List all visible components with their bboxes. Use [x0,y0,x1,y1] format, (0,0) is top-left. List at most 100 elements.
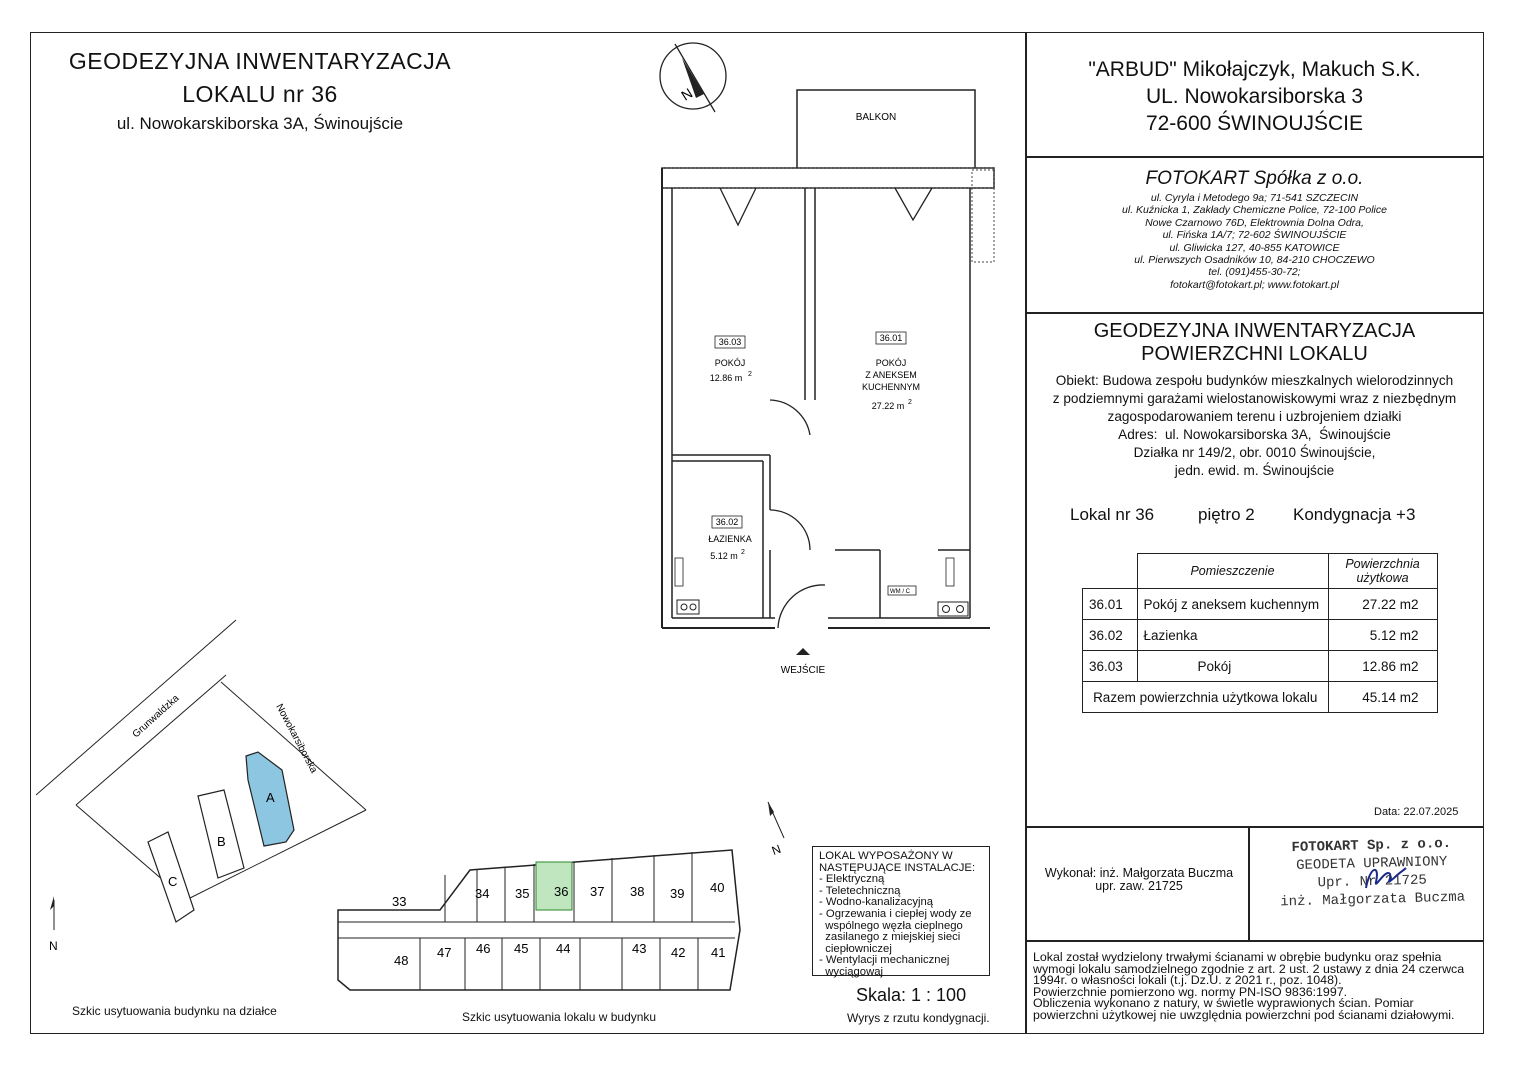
room-id-3601: 36.01 [880,333,903,343]
floor-plan: N BALKON 36.03 POKÓJ 12.86 m 2 36.01 POK… [659,42,995,676]
room-name-3603: POKÓJ [715,358,746,368]
fotokart-line: ul. Fińska 1A/7; 72-602 ŚWINOUJŚCIE [1162,229,1347,242]
row-area: 5.12 m2 [1327,619,1438,651]
room-area-3602: 5.12 m [710,551,738,561]
riser-kitchen [945,557,955,587]
unit-label: 44 [556,941,570,956]
highlighted-unit [535,861,573,911]
fotokart-block: FOTOKART Spółka z o.o. ul. Cyryla i Meto… [1025,168,1484,291]
row-area: 27.22 m2 [1327,588,1438,620]
entrance-door-arc [777,584,826,629]
object-line: Adres: ul. Nowokarsiborska 3A, Świnoujśc… [1118,427,1391,442]
executor-name: Wykonał: inż. Małgorzata Buczma [1044,866,1234,880]
signature [1365,867,1407,889]
area-table: Pomieszczenie Powierzchnia użytkowa 36.0… [1082,553,1438,713]
fotokart-line: Nowe Czarnowo 76D, Elektrownia Dolna Odr… [1145,216,1364,229]
wm-box [887,585,917,596]
object-line: zagospodarowaniem terenu i uzbrojeniem d… [1107,409,1402,424]
building-a-label: A [266,790,275,805]
row-area: 12.86 m2 [1327,650,1438,682]
executor: Wykonał: inż. Małgorzata Buczma upr. zaw… [1030,867,1248,893]
north-label-site: N [49,939,58,953]
unit-label: 47 [437,945,451,960]
room-id-3603: 36.03 [719,337,742,347]
unit-label: 33 [392,894,406,909]
north-arrow-plan: N [659,42,727,113]
row-name: Pokój [1136,650,1329,682]
fotokart-line: ul. Gliwicka 127, 40-855 KATOWICE [1169,241,1340,254]
building-outline [337,849,741,991]
area-table-header: Pomieszczenie Powierzchnia użytkowa [1082,553,1438,589]
total-value: 45.14 m2 [1327,681,1438,713]
building-b [197,789,245,879]
installation-item: - Wodno-kanalizacyjną [819,896,934,909]
row-id: 36.01 [1082,588,1138,620]
scale-note: Wyrys z rzutu kondygnacji. [847,1011,990,1025]
bathroom-door-arc [769,509,811,551]
washbasin [676,599,700,615]
sink [937,601,969,617]
row-name: Pokój z aneksem kuchennym [1136,588,1329,620]
total-label: Razem powierzchnia użytkowa lokalu [1082,681,1329,713]
room-name-3601-a: POKÓJ [876,358,907,368]
street-line [36,619,237,796]
room-door-arc [769,399,811,436]
unit-label: 38 [630,884,644,899]
room-area-3603: 12.86 m [710,373,743,383]
room-id-box [711,515,743,529]
legal-line: wymogi lokalu samodzielnego zgodnie z ar… [1033,961,1465,976]
object-line: Działka nr 149/2, obr. 0010 Świnoujście, [1133,445,1376,460]
scale: Skala: 1 : 100 [856,985,967,1005]
street-nowokarsiborska: Nowokarsiborska [273,702,319,775]
legal-line: 1994r. o własności lokali (t.j. Dz.U. z … [1033,973,1342,988]
divider-stamp [1248,826,1250,940]
installation-item: - Elektryczną [819,873,885,886]
unit-label: 40 [710,880,724,895]
object-description: Obiekt: Budowa zespołu budynków mieszkal… [1025,372,1484,480]
installations-title-1: LOKAL WYPOSAŻONY W [819,850,953,862]
header-area: Powierzchnia użytkowa [1327,553,1438,589]
balcony-label: BALKON [856,112,897,123]
installation-item: ciepłowniczej [819,942,892,955]
site-caption: Szkic usytuowania budynku na działce [72,1004,277,1018]
storey-number: Kondygnacja +3 [1293,505,1416,524]
installations-title-2: NASTĘPUJĄCE INSTALACJE: [819,861,976,874]
room-id-3602: 36.02 [716,517,739,527]
table-row: 36.01 Pokój z aneksem kuchennym 27.22 m2 [1082,588,1438,620]
fotokart-line: ul. Cyryla i Metodego 9a; 71-541 SZCZECI… [1150,192,1359,204]
column-divider [1025,32,1027,1034]
plot-line [185,819,347,901]
table-row: 36.02 Łazienka 5.12 m2 [1082,619,1438,651]
legal-line: Obliczenia wykonano z natury, w świetle … [1033,996,1414,1011]
legal-line: powierzchni użytkowej nie uwzględnia pow… [1033,1007,1455,1022]
building-caption: Szkic usytuowania lokalu w budynku [462,1010,657,1024]
unit-label: 41 [711,945,725,960]
wm-label: WM / C [890,589,911,595]
company-street: UL. Nowokarsiborska 3 [1145,85,1364,108]
row-name: Łazienka [1136,619,1329,651]
unit-label: 43 [632,941,646,956]
plot-line [345,809,367,821]
date: Data: 22.07.2025 [1374,806,1459,818]
installation-item: wyciągowaj [819,965,884,978]
unit-label: 42 [671,945,685,960]
object-line: jedn. ewid. m. Świnoujście [1174,463,1335,478]
street-line [75,674,227,806]
unit-label: 35 [515,886,529,901]
header-room: Pomieszczenie [1136,553,1329,589]
unit-label: 48 [394,953,408,968]
table-row: 36.03 Pokój 12.86 m2 [1082,650,1438,682]
north-label-building: N [770,842,783,858]
left-address: ul. Nowokarskiborska 3A, Świnoujście [116,114,404,133]
survey-block: GEODEZYJNA INWENTARYZACJA POWIERZCHNI LO… [1025,320,1484,480]
unit-label: 36 [554,884,568,899]
room-id-box [714,335,746,349]
row-id: 36.03 [1082,650,1138,682]
balcony-door-1 [719,187,757,227]
fotokart-name: FOTOKART Spółka z o.o. [1145,168,1364,189]
divider-4 [1025,940,1484,942]
installation-item: - Ogrzewania i ciepłej wody ze [819,907,972,920]
north-arrow-building: N [767,801,785,858]
entrance-label: WEJŚCIE [781,663,826,676]
balcony-outline [796,89,976,171]
